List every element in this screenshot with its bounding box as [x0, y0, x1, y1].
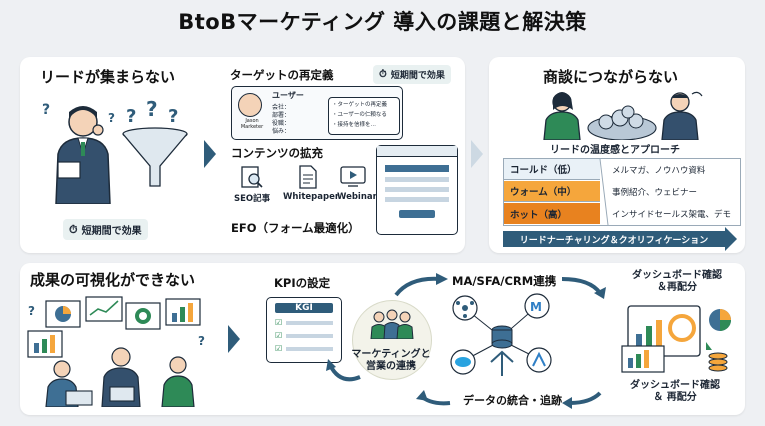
- checkbox-icon: ☑: [275, 318, 283, 327]
- persona-bullet-2: ・接持を信様を…: [332, 122, 377, 128]
- svg-text:?: ?: [126, 106, 136, 127]
- chevron-right-icon: [471, 140, 483, 168]
- chevron-right-icon: [228, 325, 240, 353]
- nurturing-banner-label: リードナーチャリング＆クオリフィケーション: [519, 235, 709, 246]
- short-term-effect-badge: ⏱ 短期間で効果: [63, 219, 148, 240]
- kpi-heading: KPIの設定: [274, 276, 331, 290]
- kgi-label: KGI: [275, 303, 333, 313]
- temperature-divider-shape: [599, 159, 609, 225]
- svg-text:?: ?: [168, 106, 178, 127]
- user-persona-card: Jason Marketer ユーザー 会社： 部署： 役職： 悩み： ・ターゲ…: [231, 86, 403, 140]
- persona-name: Jason Marketer: [240, 118, 264, 130]
- persona-card-title: ユーザー: [272, 91, 304, 100]
- persona-bullet-0: ・ターゲットの再定義: [332, 102, 388, 108]
- dashboard-illustration: [620, 302, 740, 374]
- contents-item-seo: SEO記事: [234, 194, 271, 204]
- warm-label: ウォーム（中）: [510, 187, 577, 198]
- svg-text:M: M: [530, 300, 542, 314]
- cold-label: コールド（低）: [510, 165, 577, 176]
- dashboard-bottom-label: ダッシュボード確認 ＆ 再配分: [630, 380, 720, 403]
- short-term-effect-label: 短期間で効果: [81, 226, 142, 237]
- target-heading: ターゲットの再定義: [230, 68, 334, 82]
- arrow-head-right-icon: [725, 227, 737, 251]
- flow-arrows: [326, 273, 606, 409]
- efo-heading: EFO（フォーム最適化）: [231, 221, 360, 235]
- lead-problem-heading: リードが集まらない: [40, 68, 176, 86]
- contents-item-whitepaper: Whitepaper: [283, 192, 340, 202]
- visualization-problem-heading: 成果の可視化ができない: [30, 271, 196, 289]
- temperature-row-warm: ウォーム（中）: [504, 181, 600, 202]
- meeting-illustration: [540, 88, 710, 141]
- dashboard-top-label: ダッシュボード確認 ＆再配分: [632, 270, 722, 293]
- persona-bullets-box: ・ターゲットの再定義 ・ユーザーの仁頼なる ・接持を信様を…: [328, 97, 400, 135]
- checkbox-icon: ☑: [275, 331, 283, 340]
- team-people-icon: [370, 309, 414, 339]
- persona-field-3: 悩み：: [272, 128, 291, 135]
- svg-text:?: ?: [108, 111, 115, 125]
- target-short-term-badge: ⏱ 短期間で効果: [373, 65, 451, 84]
- collaboration-circle: [352, 300, 432, 380]
- kgi-checklist: KGI ☑ ☑ ☑: [266, 297, 342, 363]
- confused-person-illustration: ? ?: [38, 92, 128, 205]
- landing-page-mockup: [376, 145, 458, 235]
- svg-text:?: ?: [42, 102, 50, 118]
- data-integration-label: データの統合・追跡: [463, 394, 562, 407]
- seo-icon: [240, 165, 264, 189]
- funnel-illustration: ? ? ?: [120, 97, 190, 190]
- target-badge-label: 短期間で効果: [390, 71, 445, 81]
- team-charts-illustration: ? ?: [26, 295, 216, 408]
- persona-field-0: 会社：: [272, 104, 291, 111]
- hot-label: ホット（高）: [510, 209, 568, 221]
- temperature-subheading: リードの温度感とアプローチ: [550, 145, 680, 156]
- whitepaper-icon: [298, 165, 318, 189]
- deal-problem-heading: 商談につながらない: [543, 68, 679, 86]
- contents-heading: コンテンツの拡充: [231, 146, 323, 160]
- cold-desc: メルマガ、ノウハウ資料: [612, 165, 706, 176]
- warm-desc: 事例紹介、ウェビナー: [612, 187, 698, 198]
- persona-field-2: 役職：: [272, 120, 291, 127]
- stopwatch-icon: ⏱: [379, 69, 387, 80]
- page-title: BtoBマーケティング 導入の課題と解決策: [178, 10, 587, 34]
- svg-text:?: ?: [146, 100, 158, 121]
- nurturing-banner: リードナーチャリング＆クオリフィケーション: [503, 231, 725, 247]
- svg-text:?: ?: [28, 304, 35, 318]
- chevron-right-icon: [204, 140, 216, 168]
- collab-label: マーケティングと 営業の連携: [351, 349, 431, 372]
- temperature-row-hot: ホット（高）: [504, 203, 600, 224]
- webinar-icon: [340, 166, 366, 188]
- temperature-table: コールド（低） メルマガ、ノウハウ資料 ウォーム（中） 事例紹介、ウェビナー ホ…: [503, 158, 741, 226]
- checkbox-icon: ☑: [275, 344, 283, 353]
- svg-text:?: ?: [198, 334, 205, 348]
- avatar: [238, 93, 262, 117]
- hot-desc: インサイドセールス架電、デモ: [612, 209, 732, 220]
- stopwatch-icon: ⏱: [69, 222, 78, 236]
- ma-sfa-crm-heading: MA/SFA/CRM連携: [452, 274, 557, 288]
- temperature-row-cold: コールド（低）: [504, 159, 600, 180]
- persona-field-1: 部署：: [272, 112, 291, 119]
- contents-item-webinar: Webinar: [337, 192, 377, 202]
- persona-bullet-1: ・ユーザーの仁頼なる: [332, 112, 387, 118]
- integration-diagram: M: [447, 292, 557, 378]
